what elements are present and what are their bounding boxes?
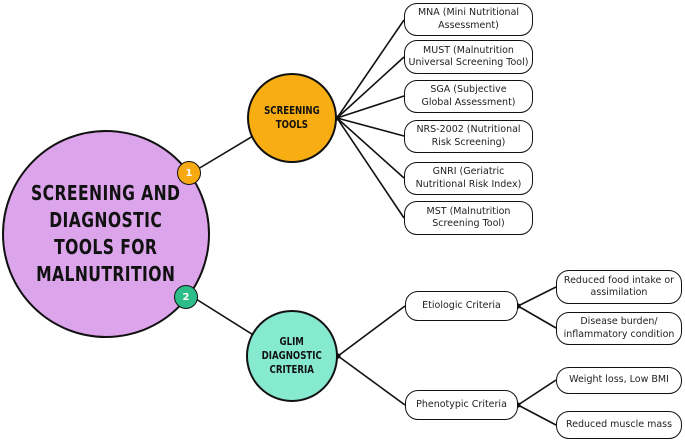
connector-screening-mst <box>336 117 405 219</box>
glim-criteria-circle: GLIM DIAGNOSTIC CRITERIA <box>246 310 338 402</box>
tool-gnri: GNRI (Geriatric Nutritional Risk Index) <box>404 162 533 195</box>
badge-1: 1 <box>177 161 201 185</box>
connector-glim-etiologic <box>337 305 406 357</box>
criterion-disease-burden: Disease burden/ inflammatory condition <box>556 312 682 345</box>
connector-screening-sga <box>336 95 405 119</box>
connector-main-glim <box>195 298 259 339</box>
connector-glim-phenotypic <box>337 355 406 406</box>
connector-etiologic-food <box>517 286 557 307</box>
tool-must: MUST (Malnutrition Universal Screening T… <box>404 40 533 74</box>
connector-screening-nrs <box>336 117 405 137</box>
connector-phenotypic-muscle <box>517 404 557 426</box>
connector-screening-mna <box>336 19 405 119</box>
screening-tools-circle: SCREENING TOOLS <box>247 73 337 163</box>
connector-phenotypic-weight <box>517 379 557 406</box>
connector-screening-gnri <box>336 117 405 179</box>
criterion-reduced-muscle-mass: Reduced muscle mass <box>556 411 682 439</box>
criterion-weight-loss-low-bmi: Weight loss, Low BMI <box>556 367 682 394</box>
tool-mst: MST (Malnutrition Screening Tool) <box>404 201 533 235</box>
tool-sga: SGA (Subjective Global Assessment) <box>404 80 533 113</box>
phenotypic-criteria: Phenotypic Criteria <box>405 390 518 420</box>
tool-nrs-2002: NRS-2002 (Nutritional Risk Screening) <box>404 120 533 153</box>
screening-tools-label: SCREENING TOOLS <box>264 105 320 131</box>
glim-criteria-label: GLIM DIAGNOSTIC CRITERIA <box>261 336 323 376</box>
main-title: SCREENING AND DIAGNOSTIC TOOLS FOR MALNU… <box>31 181 181 286</box>
criterion-reduced-food-intake: Reduced food intake or assimilation <box>556 270 682 304</box>
connector-screening-must <box>336 56 405 119</box>
connector-main-screening <box>197 132 259 170</box>
etiologic-criteria: Etiologic Criteria <box>405 291 518 321</box>
connector-etiologic-disease <box>517 305 557 329</box>
tool-mna: MNA (Mini Nutritional Assessment) <box>404 3 533 36</box>
badge-2: 2 <box>174 285 198 309</box>
